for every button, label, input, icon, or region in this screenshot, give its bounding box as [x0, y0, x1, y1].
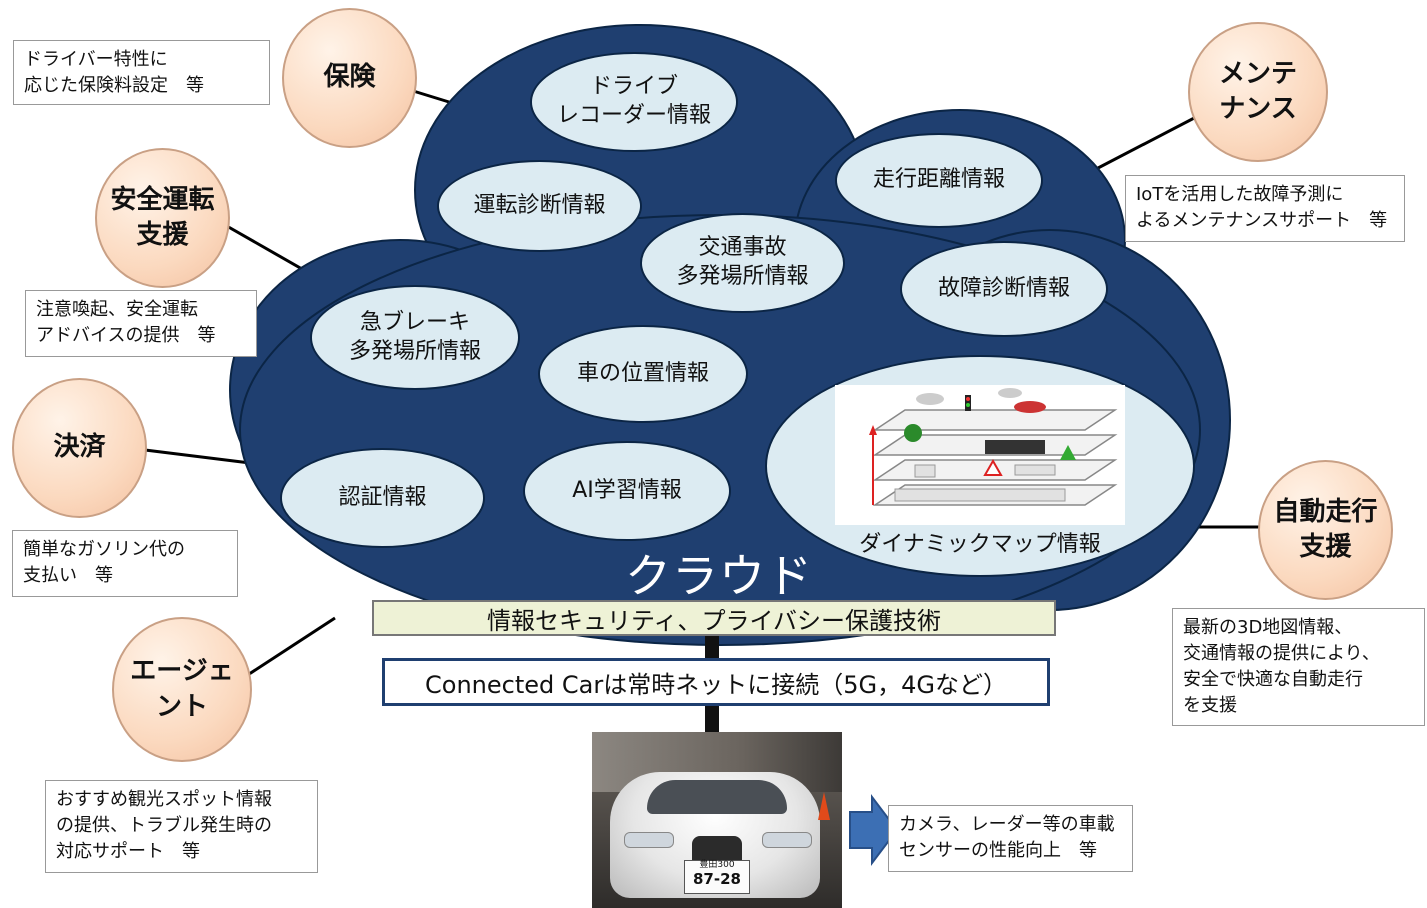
license-plate: 豊田300 87-28 — [684, 860, 750, 894]
stem-lower — [705, 702, 719, 738]
security-band: 情報セキュリティ、プライバシー保護技術 — [372, 600, 1056, 636]
cloud-item-accident-hotspots: 交通事故 多発場所情報 — [640, 213, 845, 313]
note-insurance: ドライバー特性に 応じた保険料設定 等 — [13, 40, 270, 105]
stem-upper — [705, 632, 719, 662]
cloud-item-ai-learning: AI学習情報 — [523, 441, 731, 541]
service-maintenance: メンテ ナンス — [1188, 22, 1328, 162]
note-safe-driving: 注意喚起、安全運転 アドバイスの提供 等 — [25, 290, 257, 357]
note-autonomous: 最新の3D地図情報、 交通情報の提供により、 安全で快適な自動走行 を支援 — [1172, 608, 1425, 726]
cloud-item-dynamic-map: ダイナミックマップ情報 — [765, 355, 1195, 577]
connector-lines — [144, 88, 1260, 682]
cloud-item-authentication: 認証情報 — [280, 448, 485, 548]
plate-line-2: 87-28 — [693, 869, 741, 888]
cloud-item-hard-braking: 急ブレーキ 多発場所情報 — [310, 285, 520, 390]
car-headlight-left — [624, 832, 674, 848]
plate-line-1: 豊田300 — [699, 860, 735, 870]
traffic-cone — [818, 792, 830, 820]
service-safe-driving: 安全運転 支援 — [95, 148, 230, 288]
dynamic-map-label: ダイナミックマップ情報 — [859, 532, 1101, 557]
service-autonomous: 自動走行 支援 — [1258, 460, 1393, 600]
car-headlight-right — [762, 832, 812, 848]
car-photo: 豊田300 87-28 — [592, 732, 842, 908]
note-payment: 簡単なガソリン代の 支払い 等 — [12, 530, 238, 597]
service-payment: 決済 — [12, 378, 147, 518]
service-insurance: 保険 — [282, 8, 417, 148]
service-agent: エージェ ント — [112, 617, 252, 762]
car-windshield — [647, 780, 787, 814]
note-sensor: カメラ、レーダー等の車載 センサーの性能向上 等 — [888, 805, 1133, 872]
cloud-label: クラウド — [625, 549, 813, 603]
connection-band: Connected Carは常時ネットに接続（5G，4Gなど） — [382, 658, 1050, 706]
cloud-item-drive-recorder: ドライブ レコーダー情報 — [530, 52, 738, 152]
cloud-item-driving-diagnosis: 運転診断情報 — [437, 160, 642, 252]
cloud-item-mileage: 走行距離情報 — [835, 133, 1043, 228]
connector-agent — [239, 616, 336, 682]
dynamic-map-layers-icon — [835, 385, 1125, 525]
note-agent: おすすめ観光スポット情報 の提供、トラブル発生時の 対応サポート 等 — [45, 780, 318, 873]
note-maintenance: IoTを活用した故障予測に よるメンテナンスサポート 等 — [1125, 175, 1405, 242]
sensor-arrow — [849, 794, 899, 866]
cloud-item-fault-diagnosis: 故障診断情報 — [900, 241, 1108, 337]
connector-payment — [144, 448, 251, 465]
cloud-item-vehicle-location: 車の位置情報 — [538, 325, 748, 423]
